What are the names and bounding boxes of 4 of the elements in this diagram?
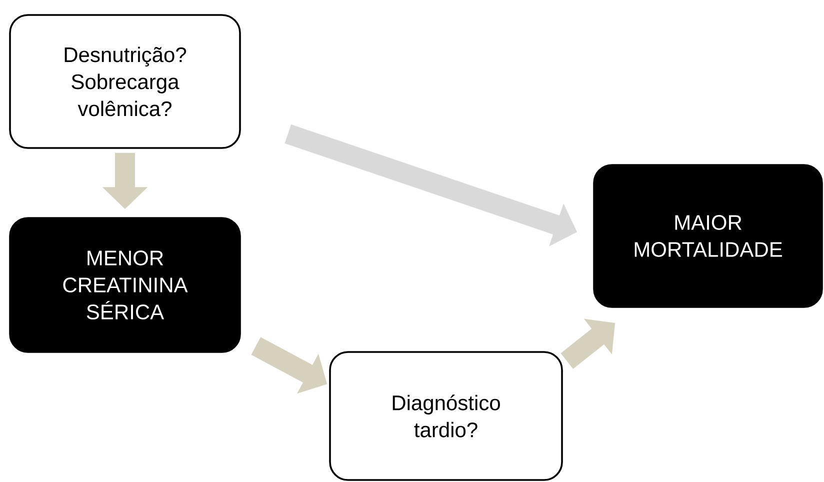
rounded-box: Desnutrição? Sobrecarga volêmica? <box>9 14 241 149</box>
dark-box: MENOR CREATININA SÉRICA <box>9 217 241 353</box>
rounded-box: Diagnóstico tardio? <box>329 351 563 481</box>
dark-box: MAIOR MORTALIDADE <box>593 164 823 308</box>
